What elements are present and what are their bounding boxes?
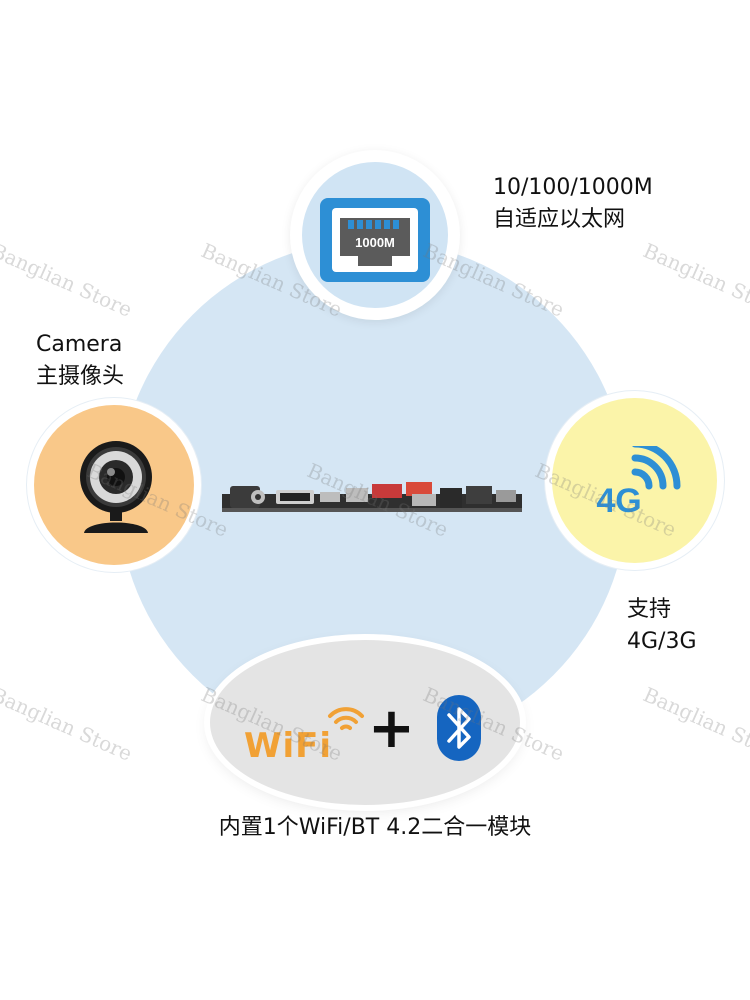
plus-sign: +: [368, 696, 415, 761]
camera-caption: Camera 主摄像头: [36, 329, 124, 393]
cellular-caption: 支持 4G/3G: [627, 594, 697, 658]
cellular-caption-line2: 4G/3G: [627, 629, 697, 654]
wifi-logo-icon: [324, 694, 368, 734]
4g-badge-text: 4G: [596, 482, 641, 516]
wireless-caption: 内置1个WiFi/BT 4.2二合一模块: [218, 815, 532, 840]
ethernet-caption-line1: 10/100/1000M: [493, 175, 653, 200]
watermark: Banglian Store: [639, 238, 750, 322]
webcam-icon: [72, 437, 164, 537]
ethernet-caption-line2: 自适应以太网: [493, 207, 626, 232]
bluetooth-icon: [435, 693, 483, 763]
camera-caption-line2: 主摄像头: [36, 364, 125, 389]
motherboard-image: [222, 480, 522, 520]
ethernet-port-icon: 1000M: [318, 196, 432, 284]
watermark: Banglian Store: [639, 682, 750, 766]
cellular-feature-circle: [552, 398, 717, 563]
port-speed-label: 1000M: [355, 235, 395, 250]
watermark: Banglian Store: [0, 238, 136, 322]
camera-caption-line1: Camera: [36, 332, 123, 357]
cellular-caption-line1: 支持: [627, 597, 672, 622]
watermark: Banglian Store: [0, 682, 136, 766]
ethernet-caption: 10/100/1000M 自适应以太网: [493, 172, 653, 236]
4g-signal-icon: 4G: [585, 446, 685, 516]
wifi-logo-text: WiFi: [244, 726, 333, 766]
